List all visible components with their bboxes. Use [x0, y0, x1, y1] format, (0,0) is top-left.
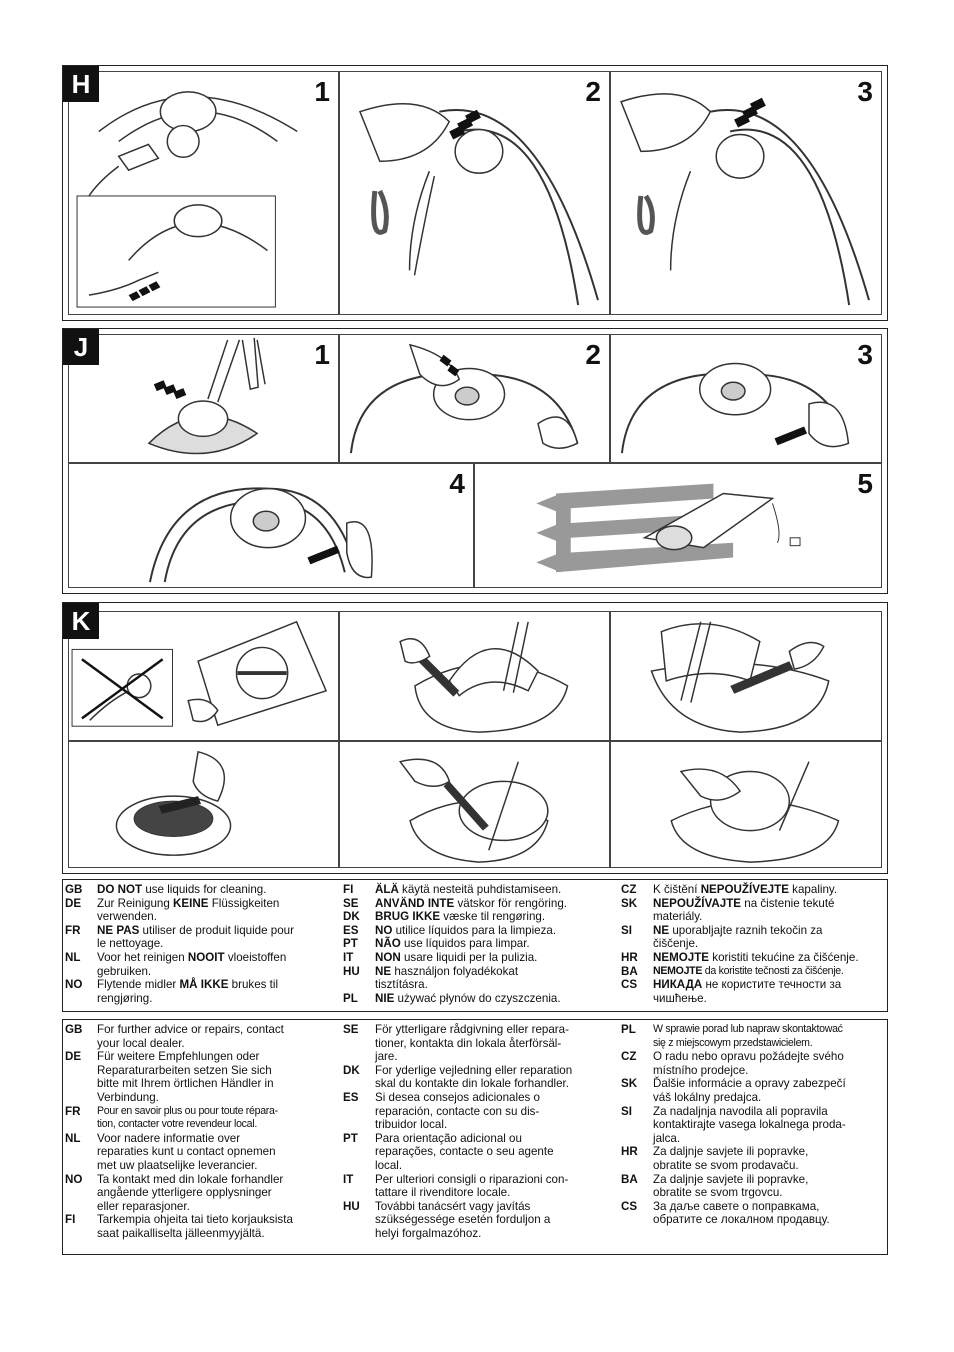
section-h: H 1 2 3 — [62, 65, 888, 321]
section-letter-k: K — [63, 603, 99, 639]
arrow-icon — [536, 483, 801, 573]
section-letter-j: J — [63, 329, 99, 365]
section-letter-h: H — [63, 66, 99, 102]
brush-icon — [398, 758, 549, 863]
illustration-j4: 4 — [68, 463, 474, 588]
illustration-k4 — [68, 741, 339, 868]
illustration-j2: 2 — [339, 334, 610, 463]
brush-icon — [650, 621, 830, 733]
section-j: J 1 2 3 4 — [62, 328, 888, 594]
illustration-k1 — [68, 611, 339, 741]
illustration-j1: 1 — [68, 334, 339, 463]
hand-icon — [349, 343, 579, 454]
plug-icon — [76, 91, 298, 308]
illustration-j3: 3 — [610, 334, 882, 463]
hand-icon — [149, 487, 373, 583]
step-number: 4 — [449, 468, 465, 499]
illustration-k5 — [339, 741, 610, 868]
section-k: K — [62, 602, 888, 874]
illustration-k2 — [339, 611, 610, 741]
brush-icon — [115, 750, 232, 856]
step-number: 2 — [585, 76, 601, 107]
illustration-j5: 5 — [474, 463, 882, 588]
step-number: 5 — [857, 468, 873, 499]
hand-icon — [358, 102, 599, 306]
step-number: 3 — [857, 76, 873, 107]
mower-icon — [147, 337, 266, 455]
illustration-k6 — [610, 741, 882, 868]
step-number: 3 — [857, 339, 873, 370]
step-number: 2 — [585, 339, 601, 370]
step-number: 1 — [314, 76, 330, 107]
illustration-h3: 3 — [610, 71, 882, 315]
hand-icon — [620, 362, 850, 454]
illustration-k3 — [610, 611, 882, 741]
illustration-h2: 2 — [339, 71, 610, 315]
brush-icon — [399, 621, 569, 733]
illustration-h1: 1 — [68, 71, 339, 315]
step-number: 1 — [314, 339, 330, 370]
cross-icon — [71, 620, 328, 727]
hand-icon — [620, 93, 870, 306]
hand-icon — [670, 761, 840, 863]
